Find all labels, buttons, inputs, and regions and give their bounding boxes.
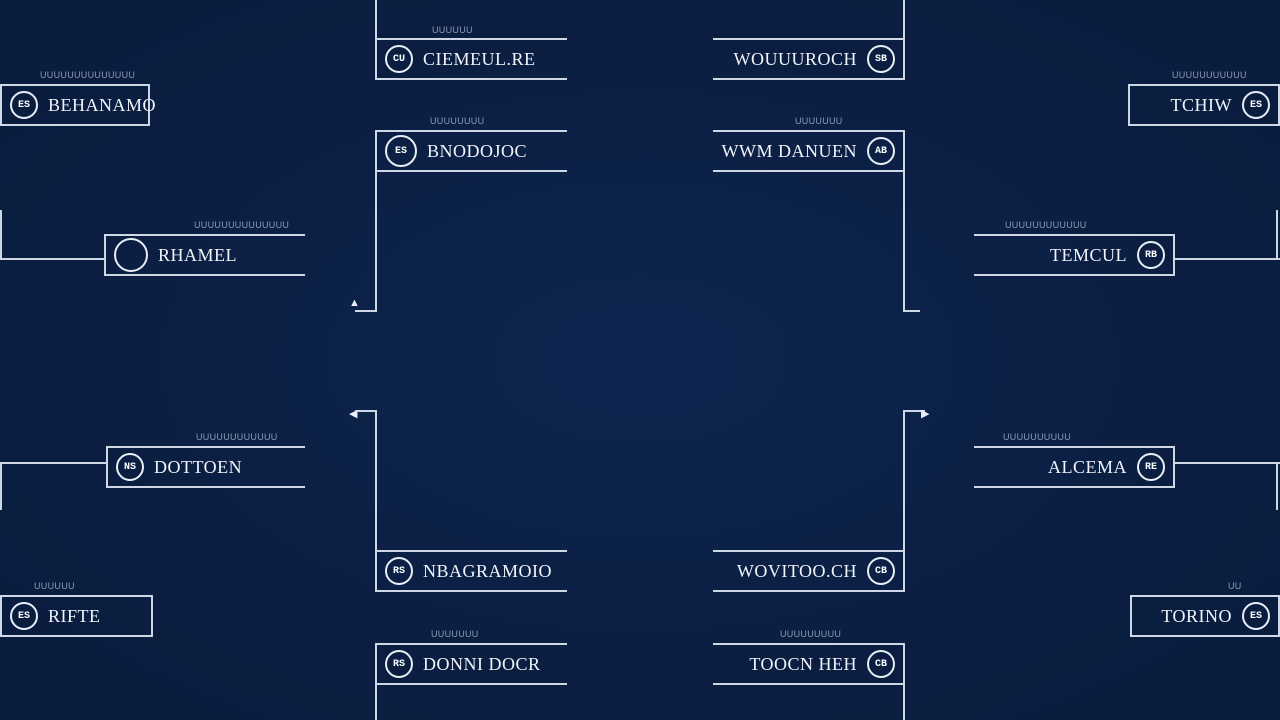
team-badge: RS — [385, 650, 413, 678]
team-badge: RE — [1137, 453, 1165, 481]
slot-caption: UUUUUUUUU — [780, 629, 842, 639]
slot-caption: UUUUUUUUUUUUUU — [194, 220, 290, 230]
team-slot-r1d[interactable]: TORINO ES — [1130, 595, 1280, 637]
slot-caption: UUUUUUUUUUUU — [1005, 220, 1087, 230]
team-slot-l1a[interactable]: ES BEHANAMO — [0, 84, 156, 126]
team-slot-l2a[interactable]: CU CIEMEUL.RE — [375, 38, 567, 80]
team-badge: CB — [867, 557, 895, 585]
team-name: WOVITOO.CH — [736, 560, 857, 581]
team-badge: ES — [10, 91, 38, 119]
connector-line — [375, 170, 377, 312]
connector-line — [903, 0, 905, 40]
connector-line — [0, 258, 106, 260]
team-name: TOOCN HEH — [749, 653, 857, 674]
team-slot-l2d[interactable]: RS DONNI DOCR — [375, 643, 567, 685]
team-name: WOUUUROCH — [733, 48, 857, 69]
team-name: RIFTE — [48, 605, 101, 626]
team-slot-r2c[interactable]: WOVITOO.CH CB — [713, 550, 905, 592]
advance-arrow-icon: ◀ — [349, 408, 358, 420]
connector-line — [355, 310, 377, 312]
slot-caption: UUUUUUUUUU — [1003, 432, 1071, 442]
team-name: TORINO — [1161, 605, 1232, 626]
connector-line — [355, 410, 377, 412]
slot-caption: UUUUUUU — [431, 629, 479, 639]
team-name: DONNI DOCR — [423, 653, 541, 674]
team-slot-l1d[interactable]: ES RIFTE — [0, 595, 153, 637]
connector-line — [1173, 258, 1280, 260]
team-name: WWM DANUEN — [721, 140, 857, 161]
connector-line — [375, 685, 377, 720]
team-badge: AB — [867, 137, 895, 165]
team-slot-r1a[interactable]: TCHIW ES — [1128, 84, 1280, 126]
team-badge: ES — [385, 135, 417, 167]
team-badge: SB — [867, 45, 895, 73]
team-badge: CU — [385, 45, 413, 73]
team-badge: CB — [867, 650, 895, 678]
connector-line — [0, 462, 2, 510]
slot-caption: UUUUUU — [432, 25, 473, 35]
connector-line — [375, 0, 377, 40]
team-name: BNODOJOC — [427, 140, 528, 161]
team-slot-l2b[interactable]: ES BNODOJOC — [375, 130, 567, 172]
connector-line — [903, 410, 925, 412]
team-name: BEHANAMO — [48, 94, 157, 115]
team-badge: ES — [1242, 91, 1270, 119]
connector-line — [1276, 210, 1278, 260]
team-slot-r2b[interactable]: WWM DANUEN AB — [713, 130, 905, 172]
slot-caption: UUUUUUUUUUU — [1172, 70, 1247, 80]
team-slot-l1c[interactable]: NS DOTTOEN — [106, 446, 305, 488]
advance-arrow-icon: ▲ — [349, 297, 360, 309]
team-name: NBAGRAMOIO — [423, 560, 553, 581]
team-name: RHAMEL — [158, 244, 237, 265]
connector-line — [903, 410, 905, 552]
team-badge: RB — [1137, 241, 1165, 269]
team-name: CIEMEUL.RE — [423, 48, 536, 69]
team-badge: RS — [385, 557, 413, 585]
slot-caption: UUUUUUU — [795, 116, 843, 126]
team-slot-r1b[interactable]: TEMCUL RB — [974, 234, 1175, 276]
connector-line — [0, 210, 2, 260]
connector-line — [1276, 462, 1278, 510]
team-name: TCHIW — [1170, 94, 1232, 115]
team-badge: ES — [1242, 602, 1270, 630]
slot-caption: UUUUUUUUUUUU — [196, 432, 278, 442]
connector-line — [1173, 462, 1280, 464]
connector-line — [903, 170, 905, 312]
team-name: ALCEMA — [1048, 456, 1127, 477]
connector-line — [0, 462, 108, 464]
team-badge — [114, 238, 148, 272]
team-slot-l1b[interactable]: RHAMEL — [104, 234, 305, 276]
team-slot-l2c[interactable]: RS NBAGRAMOIO — [375, 550, 567, 592]
team-name: TEMCUL — [1050, 244, 1127, 265]
team-slot-r1c[interactable]: ALCEMA RE — [974, 446, 1175, 488]
connector-line — [375, 410, 377, 552]
connector-line — [903, 685, 905, 720]
slot-caption: UUUUUUUUUUUUUU — [40, 70, 136, 80]
team-badge: NS — [116, 453, 144, 481]
slot-caption: UUUUUU — [34, 581, 75, 591]
team-slot-r2a[interactable]: WOUUUROCH SB — [713, 38, 905, 80]
connector-line — [903, 310, 920, 312]
team-name: DOTTOEN — [154, 456, 243, 477]
advance-arrow-icon: ▶ — [921, 408, 930, 420]
team-slot-r2d[interactable]: TOOCN HEH CB — [713, 643, 905, 685]
slot-caption: UUUUUUUU — [430, 116, 485, 126]
team-badge: ES — [10, 602, 38, 630]
slot-caption: UU — [1228, 581, 1242, 591]
